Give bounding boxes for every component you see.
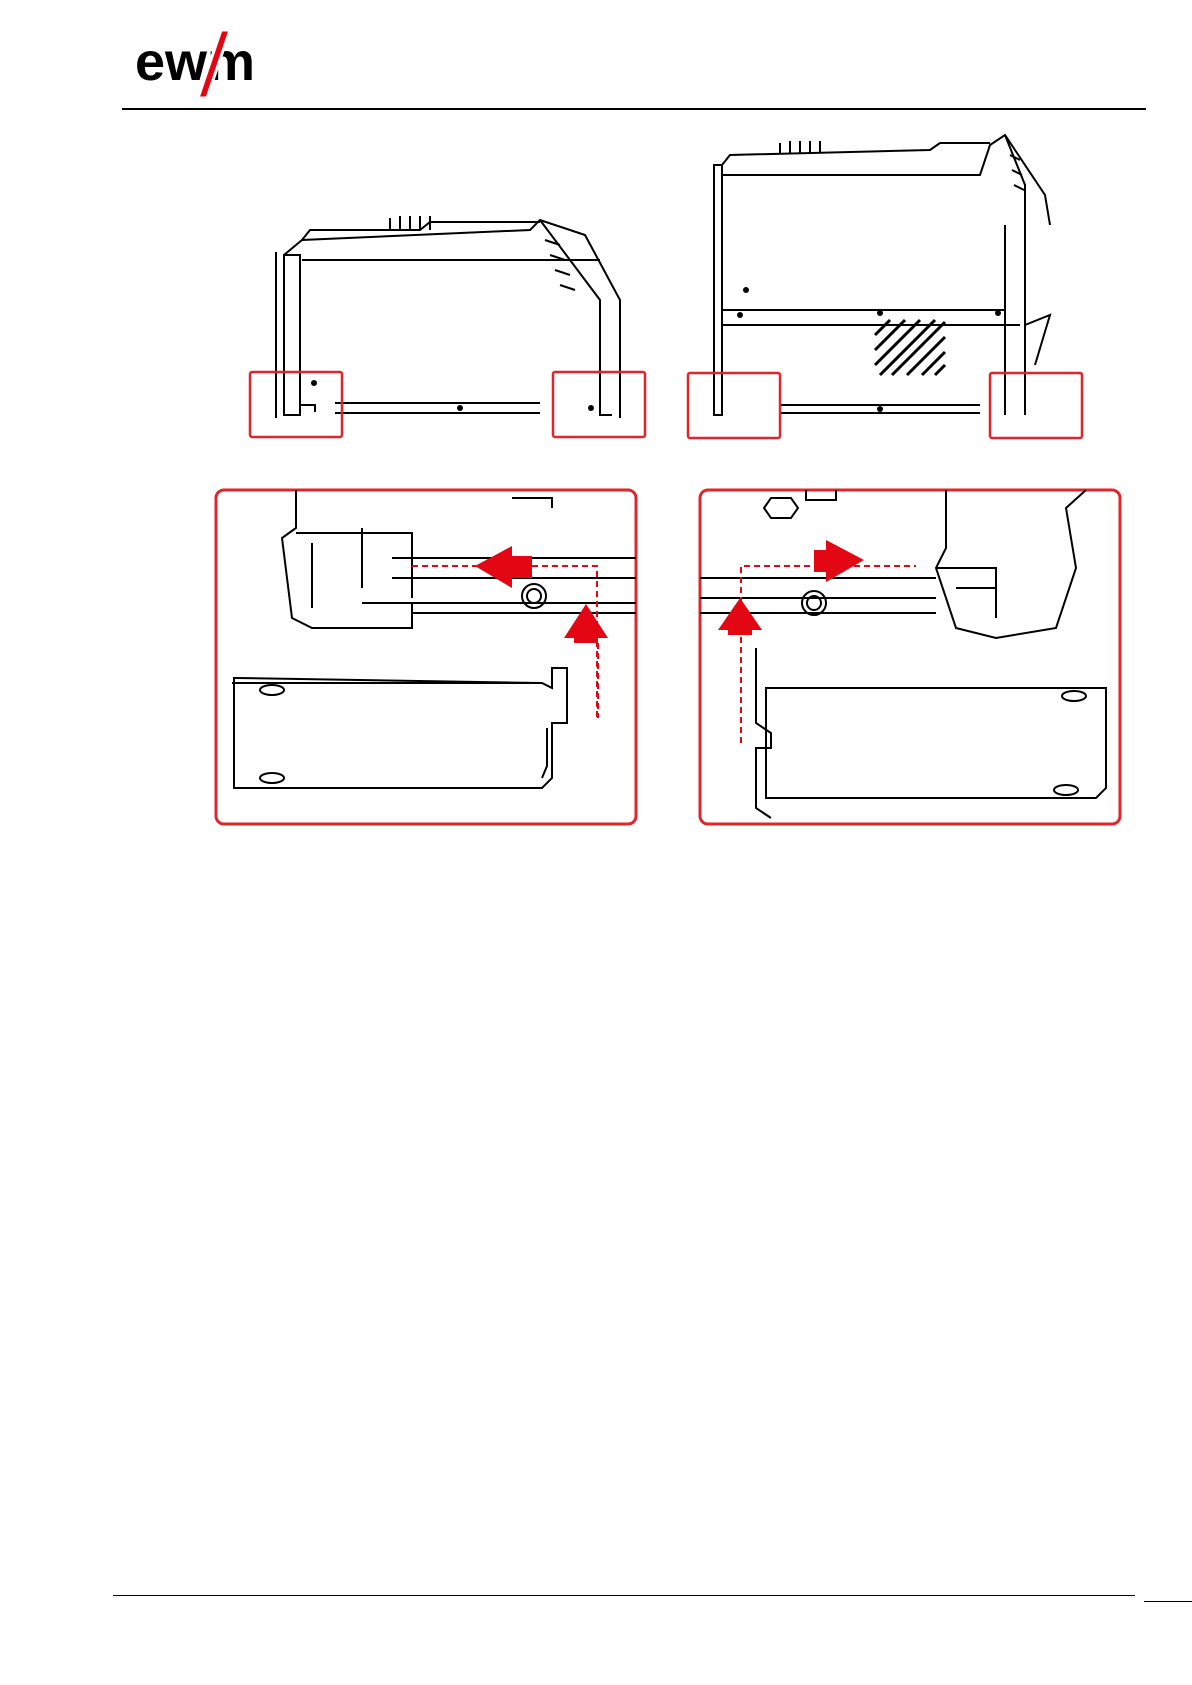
arrow-left-icon <box>475 546 532 588</box>
arrow-up-icon <box>718 598 762 635</box>
device-side-view-single-figure <box>240 200 660 445</box>
detail-frame <box>700 490 1120 824</box>
ewm-logo: ewm <box>133 28 293 100</box>
footer-tick <box>1144 1601 1192 1602</box>
footer-rule <box>113 1595 1135 1596</box>
logo-text: ewm <box>135 32 255 92</box>
device-side-view-stacked-figure <box>680 125 1100 445</box>
arrow-up-icon <box>564 604 608 643</box>
mounting-plate-left-detail-figure <box>212 488 640 828</box>
mounting-plate-right-detail-figure <box>696 488 1124 828</box>
highlight-box-left <box>688 373 780 438</box>
arrow-right-icon <box>814 540 864 582</box>
highlight-box-left <box>250 372 342 437</box>
highlight-box-right <box>990 373 1082 438</box>
header-rule <box>122 108 1146 110</box>
